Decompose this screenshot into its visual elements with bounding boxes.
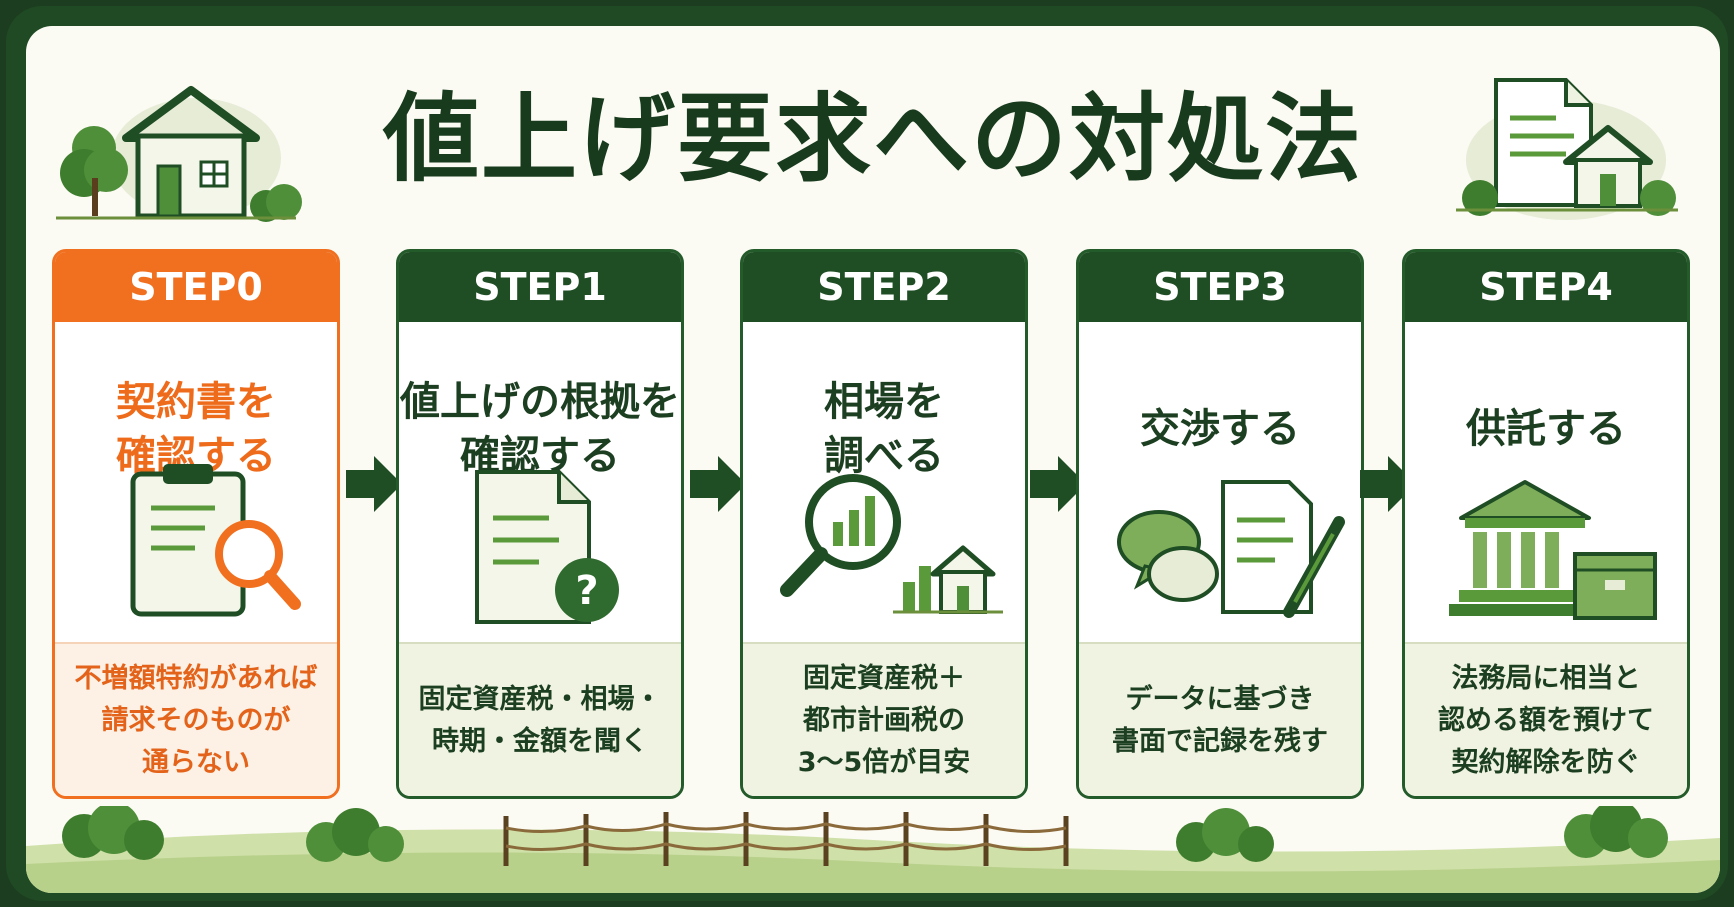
infographic-panel: 値上げ要求への対処法 STEP0 契約書を 確認する 不増額特約があれば 請求そ… [26, 26, 1720, 893]
document-question-icon: ? [475, 470, 619, 624]
step-card-3: STEP3 交渉する データに基づき 書面で記録を残す [1076, 249, 1364, 799]
arrow-right-icon [690, 456, 746, 512]
step-card-1: STEP1 値上げの根拠を 確認する ? 固定資産税・相場・ 時期・金額を聞く [396, 249, 684, 799]
step-label: STEP4 [1405, 252, 1687, 322]
step-note: 固定資産税・相場・ 時期・金額を聞く [399, 642, 681, 796]
step-title: 供託する [1466, 406, 1626, 452]
arrow-right-icon [346, 456, 402, 512]
document-house-icon [1456, 78, 1678, 220]
step-note: 法務局に相当と 認める額を預けて 契約解除を防ぐ [1405, 642, 1687, 796]
bank-box-icon [1449, 480, 1657, 620]
step-note: データに基づき 書面で記録を残す [1079, 642, 1361, 796]
svg-text:?: ? [575, 568, 598, 614]
house-trees-icon [56, 86, 302, 222]
step-note: 不増額特約があれば 請求そのものが 通らない [55, 642, 337, 796]
step-label: STEP1 [399, 252, 681, 322]
outer-frame: 値上げ要求への対処法 STEP0 契約書を 確認する 不増額特約があれば 請求そ… [6, 6, 1728, 901]
step-card-0: STEP0 契約書を 確認する 不増額特約があれば 請求そのものが 通らない [52, 249, 340, 799]
step-label: STEP2 [743, 252, 1025, 322]
arrow-right-icon [1030, 456, 1086, 512]
landscape-fence-decoration [26, 806, 1720, 893]
step-title: 相場を 調べる [824, 379, 944, 479]
step-title: 契約書を 確認する [116, 379, 276, 479]
step-card-4: STEP4 供託する 法務局に相当と 認める額を預けて 契約解除を防ぐ [1402, 249, 1690, 799]
clipboard-magnifier-icon [130, 464, 301, 617]
step-label: STEP3 [1079, 252, 1361, 322]
step-title: 交渉する [1140, 406, 1300, 452]
chat-document-pen-icon [1117, 480, 1345, 618]
step-label: STEP0 [55, 252, 337, 322]
magnifier-chart-house-icon [780, 474, 1003, 614]
step-card-2: STEP2 相場を 調べる 固定資産税＋ 都市計画税の 3～5倍が目安 [740, 249, 1028, 799]
page-title: 値上げ要求への対処法 [383, 83, 1363, 195]
step-note: 固定資産税＋ 都市計画税の 3～5倍が目安 [743, 642, 1025, 796]
